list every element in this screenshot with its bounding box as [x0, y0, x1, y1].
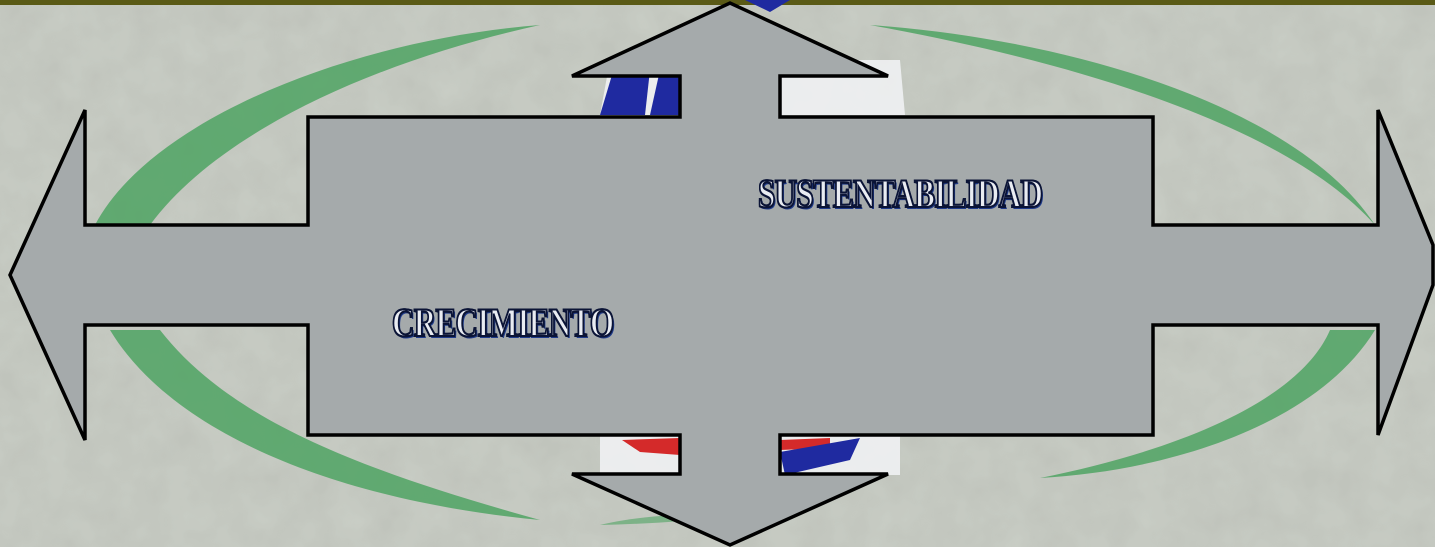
four-way-arrow	[8, 1, 1435, 547]
green-swoosh-right-lower	[1040, 330, 1375, 478]
label-crecimiento: CRECIMIENTO	[391, 299, 615, 346]
label-sustentabilidad: SUSTENTABILIDAD	[757, 170, 1044, 217]
green-swoosh-left-lower	[110, 330, 540, 520]
top-border	[0, 0, 1435, 5]
figure-blue-stripe-top	[600, 70, 650, 115]
figure-blue-stripe-bottom	[780, 438, 860, 475]
figure-red-stripe-bottom	[622, 438, 680, 455]
green-swoosh-left-upper	[95, 25, 540, 225]
figure-blue-stripe-top-2	[650, 70, 682, 115]
figure-blue-sliver-top	[745, 0, 790, 12]
